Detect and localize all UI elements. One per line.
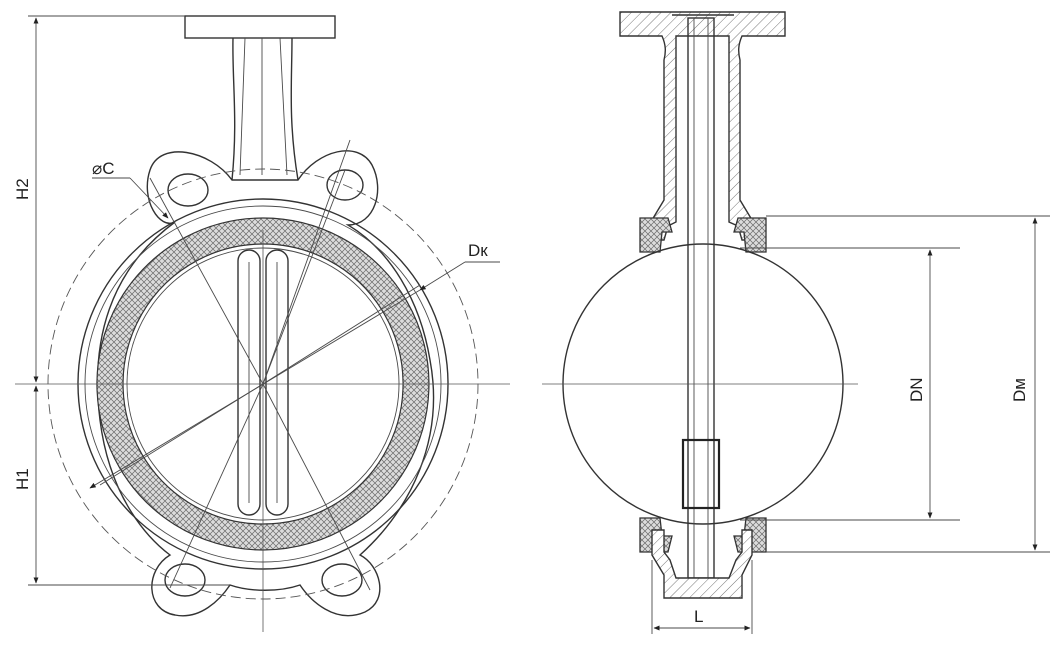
dn-label: DN bbox=[907, 377, 926, 402]
bolt-hole-bottom-right bbox=[321, 563, 363, 597]
dk-dimension-line bbox=[89, 289, 421, 489]
bottom-housing-section bbox=[651, 529, 753, 599]
c-label: ⌀C bbox=[92, 159, 115, 178]
neck-inner-lines bbox=[239, 37, 288, 176]
top-flange-section bbox=[619, 11, 786, 241]
top-flange-plate bbox=[184, 15, 336, 39]
dk-leader bbox=[419, 261, 466, 291]
neck bbox=[231, 37, 299, 181]
h2-label: H2 bbox=[13, 178, 32, 200]
dk-label: Dк bbox=[468, 241, 488, 260]
body-outline bbox=[96, 150, 435, 617]
stem-key bbox=[681, 438, 721, 510]
disc-boss-left bbox=[237, 249, 261, 516]
rubber-seat bbox=[96, 217, 430, 551]
front-view: H2 H1 ⌀C Dк bbox=[13, 15, 510, 632]
radial-lines bbox=[99, 139, 421, 591]
l-label: L bbox=[694, 607, 703, 626]
dm-label: Dм bbox=[1010, 378, 1029, 402]
c-leader bbox=[129, 177, 169, 219]
side-section-view: DN Dм L bbox=[542, 11, 1050, 634]
upper-seat-left bbox=[639, 217, 673, 253]
stem bbox=[687, 17, 715, 579]
upper-seat-right bbox=[733, 217, 767, 253]
bolt-hole-bottom-left bbox=[164, 563, 206, 597]
bolt-hole-top-left bbox=[167, 173, 209, 207]
h1-label: H1 bbox=[13, 468, 32, 490]
